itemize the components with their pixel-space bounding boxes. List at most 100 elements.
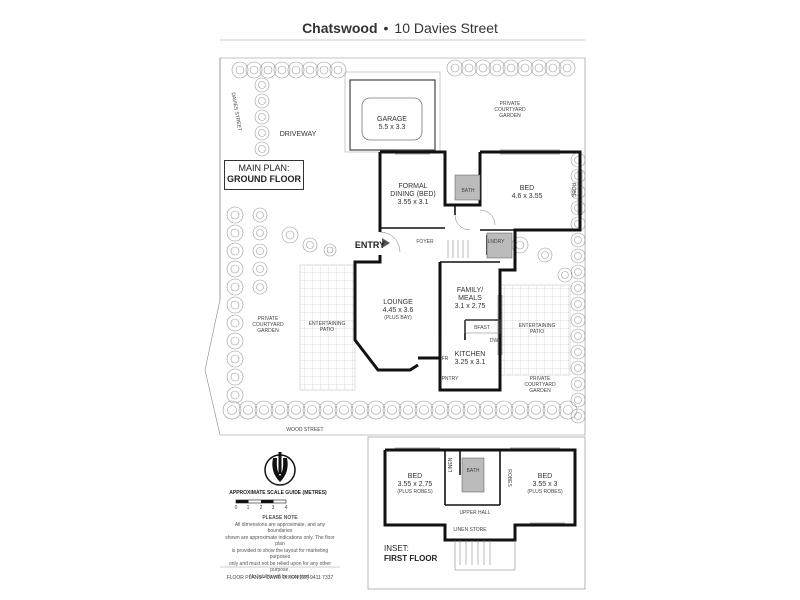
tree-icon <box>258 129 266 137</box>
tree-icon <box>548 63 558 73</box>
main-plan-line2: GROUND FLOOR <box>227 174 301 184</box>
ground-floor-walls <box>353 150 582 392</box>
tree-icon <box>226 278 244 296</box>
bed-dim: 4.6 x 3.55 <box>512 193 543 200</box>
tree-icon <box>516 59 534 77</box>
tree-icon <box>570 344 586 360</box>
tree-icon <box>323 243 337 257</box>
bed1-extra: (PLUS ROBES) <box>397 489 433 495</box>
tree-icon <box>570 360 586 376</box>
door-swings <box>379 209 496 253</box>
courtyard-left-l2: COURTYARD <box>252 322 284 328</box>
garage-label: GARAGE <box>377 116 407 123</box>
tree-icon <box>230 210 240 220</box>
tree-icon <box>570 248 586 264</box>
family-label-l2: MEALS <box>458 295 482 302</box>
tree-icon <box>326 246 334 254</box>
tree-icon <box>256 283 264 291</box>
tree-icon <box>570 296 586 312</box>
separator-dot: • <box>383 20 389 36</box>
entry-label: ENTRY <box>355 240 385 250</box>
linen-label: LINEN <box>448 457 454 472</box>
tree-icon <box>531 405 541 415</box>
tree-icon <box>558 400 578 420</box>
first-floor-stairs <box>454 540 516 571</box>
tree-icon <box>570 376 586 392</box>
scale-tick-2: 2 <box>260 505 263 511</box>
tree-icon <box>574 300 582 308</box>
tree-icon <box>291 405 301 415</box>
ground-stairs <box>447 240 469 258</box>
tree-icon <box>570 392 586 408</box>
inset-box <box>367 436 586 590</box>
tree-icon <box>235 65 245 75</box>
fridge-label: FR <box>442 356 449 362</box>
tree-icon <box>467 405 477 415</box>
tree-icon <box>226 224 244 242</box>
tree-icon <box>259 61 277 79</box>
family-label-l1: FAMILY/ <box>457 287 483 294</box>
tree-icon <box>226 332 244 350</box>
note-line: shown are approximate indications only. … <box>225 534 335 548</box>
pantry-label: PNTRY <box>442 376 460 382</box>
tree-icon <box>574 316 582 324</box>
tree-icon <box>574 284 582 292</box>
tree-icon <box>258 145 266 153</box>
car-outline <box>361 97 423 141</box>
tree-icon <box>574 364 582 372</box>
tree-icon <box>254 141 270 157</box>
driveway-label: DRIVEWAY <box>280 131 317 138</box>
lounge-label: LOUNGE <box>383 299 413 306</box>
tree-icon <box>557 267 573 283</box>
tree-icon <box>570 232 586 248</box>
davies-street-label: DAVIES STREET <box>230 92 243 132</box>
lounge-dim: 4.45 x 3.6 <box>383 307 414 314</box>
tree-icon <box>230 390 240 400</box>
tree-icon <box>371 405 381 415</box>
tree-icon <box>355 405 365 415</box>
tree-icon <box>258 81 266 89</box>
tree-icon <box>285 230 295 240</box>
tree-icon <box>492 63 502 73</box>
tree-icon <box>563 405 573 415</box>
tree-icon <box>534 63 544 73</box>
tree-icon <box>230 228 240 238</box>
tree-icon <box>574 252 582 260</box>
tree-icon <box>478 63 488 73</box>
tree-icon <box>256 211 264 219</box>
tree-icon <box>430 400 450 420</box>
tree-icon <box>570 264 586 280</box>
tree-icon <box>230 264 240 274</box>
tree-icon <box>570 152 586 168</box>
tree-icon <box>305 65 315 75</box>
courtyard-top-l1: PRIVATE <box>500 101 521 107</box>
tree-icon <box>446 59 464 77</box>
courtyard-br-l3: GARDEN <box>529 388 551 394</box>
note-line: is provided to show the layout for marke… <box>231 547 329 561</box>
bath-shaded <box>454 174 481 201</box>
tree-icon <box>226 242 244 260</box>
bath-label: BATH <box>462 188 475 194</box>
tree-icon <box>323 405 333 415</box>
tree-icon <box>574 348 582 356</box>
entry-arrow-icon <box>382 238 390 248</box>
tree-icon <box>574 380 582 388</box>
tree-icon <box>226 368 244 386</box>
tree-icon <box>547 405 557 415</box>
tree-icon <box>319 65 329 75</box>
scale-tick-0: 0 <box>235 505 238 511</box>
kitchen-bench <box>464 319 501 334</box>
courtyard-left-l3: GARDEN <box>257 328 279 334</box>
tree-icon <box>254 93 270 109</box>
bed2-label: BED <box>538 473 552 480</box>
tree-icon <box>256 247 264 255</box>
tree-icon <box>387 405 397 415</box>
tree-icon <box>474 59 492 77</box>
tree-icon <box>574 332 582 340</box>
tree-icon <box>570 312 586 328</box>
tree-icon <box>249 65 259 75</box>
tree-icon <box>382 400 402 420</box>
courtyard-top-l2: COURTYARD <box>494 107 526 113</box>
tree-icon <box>252 225 268 241</box>
